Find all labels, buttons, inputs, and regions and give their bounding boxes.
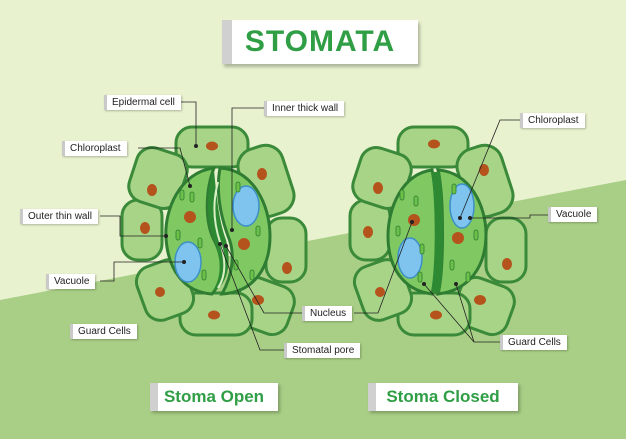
- leader-stomatal-pore: [219, 243, 284, 351]
- inner-thick-wall-closed: [431, 172, 443, 292]
- leader-vacuole-right: [470, 214, 548, 219]
- nucleus-dot: [373, 182, 383, 194]
- leader-dots: [164, 144, 472, 286]
- epidermal-nuclei-closed: [363, 139, 512, 320]
- chloroplast: [255, 225, 261, 237]
- vacuole-right: [449, 183, 475, 229]
- guard-nucleus-left: [408, 214, 420, 226]
- chloroplast: [399, 189, 405, 201]
- chloroplast: [465, 271, 471, 283]
- vacuole-left: [397, 237, 423, 279]
- label-epidermal-cell: Epidermal cell: [104, 95, 181, 110]
- nucleus-dot: [208, 310, 220, 320]
- leader-dot: [458, 216, 462, 220]
- leader-dot: [224, 244, 228, 248]
- label-vacuole-right: Vacuole: [548, 207, 598, 222]
- guard-cells-open: [164, 166, 272, 296]
- nucleus-dot: [428, 139, 440, 149]
- nucleus-dot: [430, 310, 442, 320]
- chloroplast: [449, 259, 455, 271]
- label-chloroplast-right: Chloroplast: [520, 113, 585, 128]
- chloroplast: [451, 183, 457, 195]
- chloroplast: [179, 189, 185, 201]
- leader-nucleus-to-closed: [354, 221, 413, 314]
- guard-cells-closed: [386, 168, 488, 296]
- label-guard-cells-left: Guard Cells: [70, 324, 137, 339]
- guard-nucleus-left: [184, 211, 196, 223]
- label-outer-thin-wall: Outer thin wall: [20, 209, 98, 224]
- leader-dot: [468, 216, 472, 220]
- chloroplast: [201, 269, 207, 281]
- chloroplast: [395, 225, 401, 237]
- stoma-open-figure: [120, 125, 308, 337]
- leader-dot: [422, 282, 426, 286]
- guard-nucleus-right: [238, 238, 250, 250]
- chloroplast: [197, 237, 203, 249]
- label-vacuole-left: Vacuole: [46, 274, 96, 289]
- chloroplast: [417, 271, 423, 283]
- leader-dot: [194, 144, 198, 148]
- nucleus-dot: [252, 295, 264, 305]
- nucleus-dot: [502, 258, 512, 270]
- chloroplast: [189, 191, 195, 203]
- stoma-closed-figure: [348, 125, 528, 337]
- epidermal-nuclei-open: [140, 141, 292, 320]
- chloroplast: [249, 269, 255, 281]
- nucleus-dot: [375, 287, 385, 297]
- label-guard-cells-right: Guard Cells: [500, 335, 567, 350]
- label-nucleus: Nucleus: [302, 306, 353, 321]
- chloroplasts-closed: [395, 183, 479, 283]
- caption-stoma-open: Stoma Open: [150, 383, 278, 411]
- nucleus-dot: [147, 184, 157, 196]
- vacuole-right: [232, 185, 260, 227]
- chloroplasts-open: [175, 181, 261, 281]
- leader-nucleus-to-open: [225, 245, 302, 314]
- leader-dot: [188, 184, 192, 188]
- guard-nucleus-right: [452, 232, 464, 244]
- label-stomatal-pore: Stomatal pore: [284, 343, 361, 358]
- leader-chloroplast-right: [459, 119, 520, 219]
- leader-inner-thick-wall: [231, 107, 264, 230]
- nucleus-dot: [257, 168, 267, 180]
- nucleus-dot: [282, 262, 292, 274]
- leader-dot: [230, 228, 234, 232]
- leader-chloroplast-left: [138, 147, 191, 187]
- leader-vacuole-left: [100, 261, 184, 282]
- nucleus-dot: [155, 287, 165, 297]
- nucleus-dot: [140, 222, 150, 234]
- nucleus-dot: [363, 226, 373, 238]
- page-title: STOMATA: [222, 20, 418, 64]
- leader-outer-thin-wall: [100, 215, 166, 237]
- leader-dot: [410, 220, 414, 224]
- nucleus-dot: [479, 164, 489, 176]
- leader-guard-cells-right-b: [423, 283, 475, 343]
- label-chloroplast-left: Chloroplast: [62, 141, 127, 156]
- chloroplast: [419, 243, 425, 255]
- leader-dot: [218, 242, 222, 246]
- leader-dot: [454, 282, 458, 286]
- nucleus-dot: [206, 141, 218, 151]
- chloroplast: [235, 181, 241, 193]
- caption-stoma-closed: Stoma Closed: [368, 383, 518, 411]
- epidermal-cell-right: [484, 216, 528, 284]
- chloroplast: [175, 229, 181, 241]
- chloroplast: [473, 229, 479, 241]
- label-inner-thick-wall: Inner thick wall: [264, 101, 345, 116]
- leader-dot: [182, 260, 186, 264]
- leader-dot: [164, 234, 168, 238]
- chloroplast: [413, 195, 419, 207]
- nucleus-dot: [474, 295, 486, 305]
